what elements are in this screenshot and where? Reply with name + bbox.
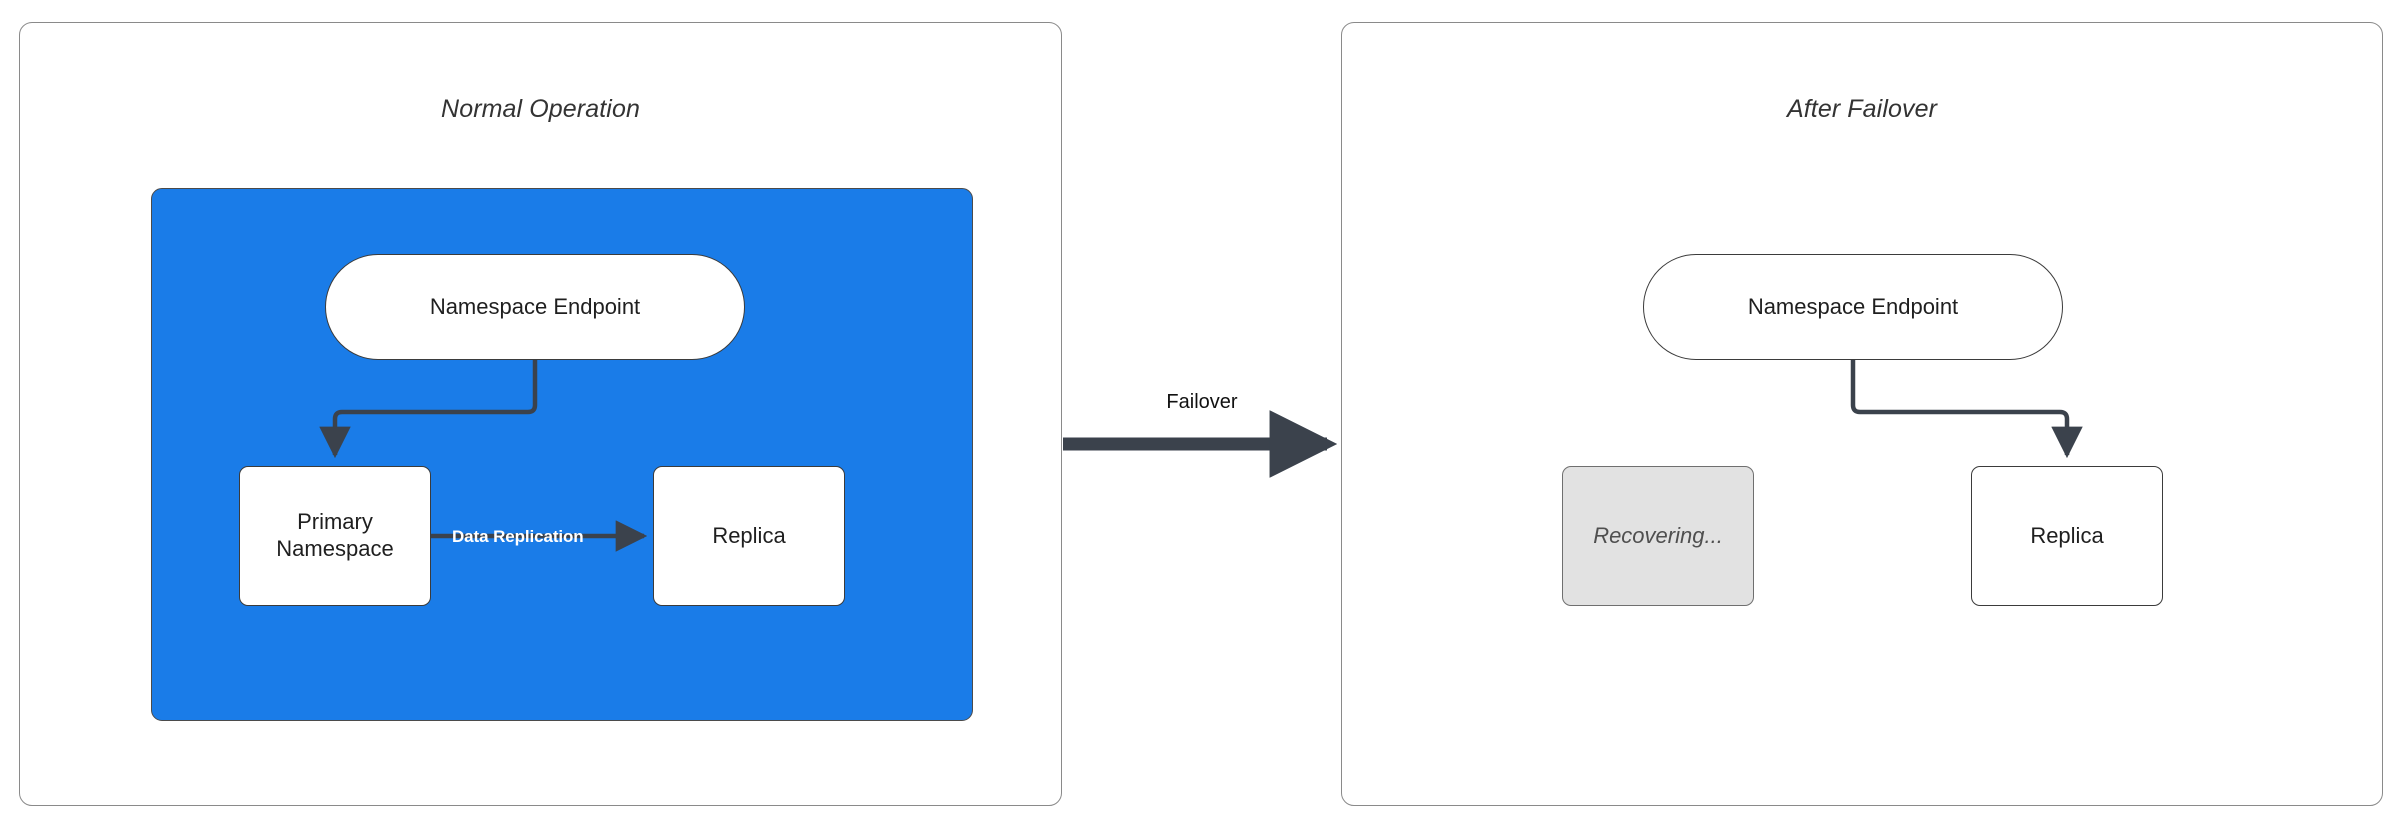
node-primary-namespace-line1: Primary	[297, 509, 373, 535]
panel-normal-operation: Normal Operation	[19, 22, 1062, 806]
panel-title-after-failover: After Failover	[1786, 95, 1938, 123]
node-primary-namespace[interactable]: Primary Namespace	[239, 466, 431, 606]
node-replica-failover[interactable]: Replica	[1971, 466, 2163, 606]
node-namespace-endpoint-failover[interactable]: Namespace Endpoint	[1643, 254, 2063, 360]
panel-after-failover: After Failover	[1341, 22, 2383, 806]
edge-label-data-replication: Data Replication	[452, 527, 584, 546]
node-primary-namespace-label: Primary Namespace	[276, 509, 393, 563]
node-primary-namespace-line2: Namespace	[276, 536, 394, 561]
node-namespace-endpoint-primary[interactable]: Namespace Endpoint	[325, 254, 745, 360]
node-recovering[interactable]: Recovering...	[1562, 466, 1754, 606]
edge-label-failover: Failover	[1166, 391, 1238, 413]
panel-title-normal-operation: Normal Operation	[441, 95, 640, 123]
node-replica-normal[interactable]: Replica	[653, 466, 845, 606]
